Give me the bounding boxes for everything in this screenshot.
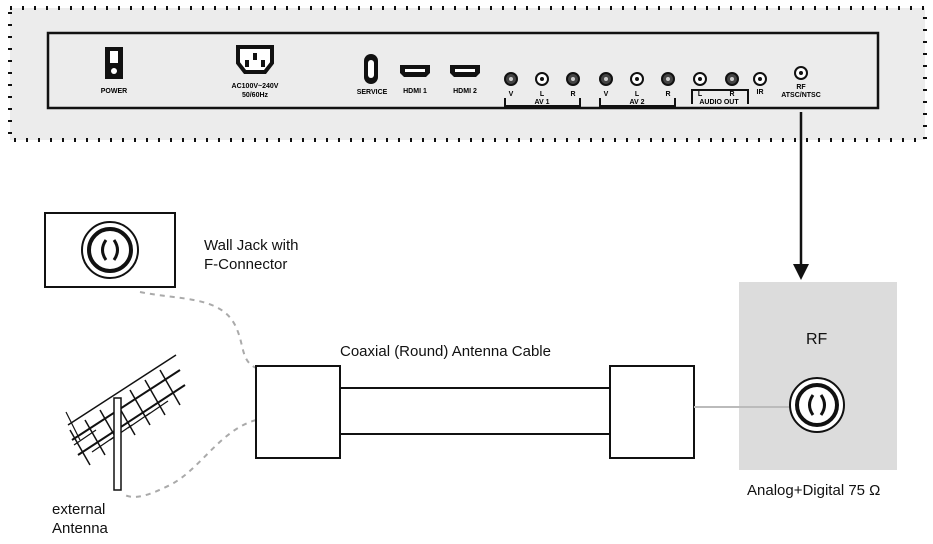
antenna-label: external Antenna	[52, 500, 108, 538]
power-label: POWER	[101, 88, 127, 95]
ir-jack-icon	[753, 72, 767, 86]
wall-jack-label-line2: F-Connector	[204, 256, 288, 273]
av2-v-label: V	[604, 91, 609, 98]
audio-out-bracket	[691, 89, 749, 104]
ir-label: IR	[757, 89, 764, 96]
antenna-dashed-line	[124, 419, 257, 498]
ac-label-line2: 50/60Hz	[242, 92, 269, 99]
audio-out-l-label: L	[698, 91, 703, 98]
arrow-head-icon	[793, 264, 809, 280]
antenna-label-line1: external	[52, 501, 106, 518]
cable-left-connector	[255, 365, 341, 459]
hdmi2-label: HDMI 2	[453, 88, 477, 95]
audio-out-jacks	[693, 72, 739, 86]
cable-body	[339, 387, 611, 435]
service-label: SERVICE	[357, 89, 388, 96]
rf-small-label-line1: RF	[796, 84, 806, 91]
cable-right-connector	[609, 365, 695, 459]
wall-jack-label: Wall Jack with F-Connector	[204, 236, 298, 274]
av2-l-label: L	[635, 91, 640, 98]
ac-inlet-icon	[236, 45, 274, 74]
cable-label: Coaxial (Round) Antenna Cable	[340, 343, 551, 360]
av2-r-label: R	[665, 91, 670, 98]
rf-small-label-line2: ATSC/NTSC	[781, 92, 821, 99]
av2-bracket	[599, 98, 676, 107]
antenna-label-line2: Antenna	[52, 520, 108, 537]
av1-bracket	[504, 98, 581, 107]
av1-jacks	[504, 72, 580, 86]
service-port-icon	[364, 54, 378, 84]
av1-label: AV 1	[534, 99, 549, 106]
wall-jack-connector-icon	[81, 221, 139, 279]
hdmi1-port-icon	[400, 65, 430, 77]
ac-label-line1: AC100V~240V	[232, 83, 279, 90]
audio-out-label: AUDIO OUT	[699, 99, 739, 106]
av1-v-label: V	[509, 91, 514, 98]
av1-l-label: L	[540, 91, 545, 98]
rf-box	[739, 282, 897, 470]
rf-small-jack-icon	[794, 66, 808, 80]
hdmi1-label: HDMI 1	[403, 88, 427, 95]
rf-box-caption: Analog+Digital 75 Ω	[747, 482, 881, 499]
av2-label: AV 2	[629, 99, 644, 106]
antenna-icon	[65, 354, 186, 491]
wall-jack-dashed-line	[139, 291, 257, 369]
rf-connector-icon	[789, 377, 845, 433]
hdmi2-port-icon	[450, 65, 480, 77]
wall-jack-label-line1: Wall Jack with	[204, 237, 299, 254]
av1-r-label: R	[570, 91, 575, 98]
audio-out-r-label: R	[729, 91, 734, 98]
coaxial-cable	[255, 365, 695, 459]
rf-box-title: RF	[806, 331, 828, 348]
power-switch-icon	[105, 47, 123, 79]
av2-jacks	[599, 72, 675, 86]
